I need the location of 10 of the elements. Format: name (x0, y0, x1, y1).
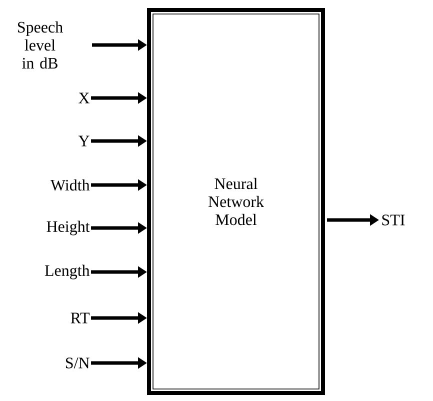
input-label: Height (46, 220, 90, 236)
input-label: X (78, 92, 90, 104)
input-label: Y (78, 136, 90, 146)
input-label: Speech level in dB (18, 21, 63, 69)
input-label: S/N (66, 358, 90, 368)
input-label: Length (44, 264, 90, 280)
input-label: Width (50, 179, 90, 191)
input-label: RT (70, 312, 90, 324)
model-box: Neural Network Model (147, 8, 325, 395)
output-label: STI (382, 214, 405, 226)
